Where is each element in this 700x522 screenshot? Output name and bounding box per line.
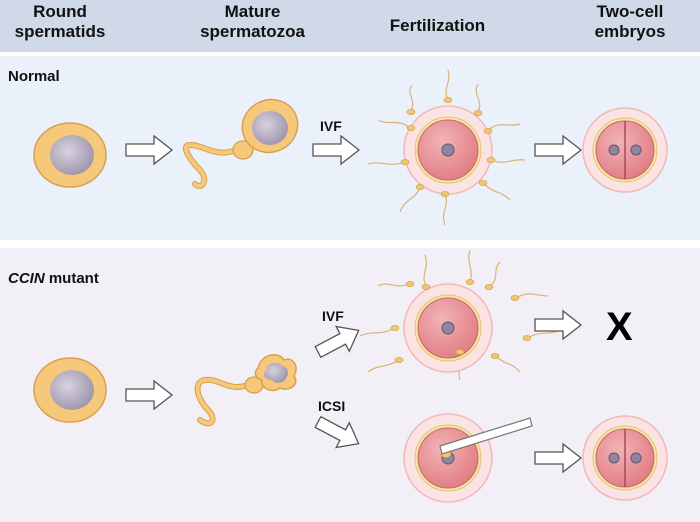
header-col2-line1: Mature	[224, 2, 281, 21]
normal-fertilized-egg	[367, 69, 526, 226]
mutant-label: CCIN mutant	[8, 270, 99, 287]
mutant-arrow-ivf-result	[534, 310, 582, 340]
mutant-arrow-1	[125, 380, 173, 410]
header-col1-line2: spermatids	[14, 22, 106, 41]
header-col1-line1: Round	[33, 2, 87, 21]
header-fertilization: Fertilization	[370, 16, 505, 36]
mutant-two-cell-embryo	[582, 415, 668, 501]
header-two-cell-embryos: Two-cell embryos	[570, 2, 690, 42]
normal-arrow-ivf	[312, 135, 360, 165]
mutant-icsi-label: ICSI	[318, 398, 346, 414]
mutant-panel	[0, 248, 700, 522]
mutant-mature-sperm	[194, 354, 297, 427]
header-col4-line1: Two-cell	[596, 2, 664, 21]
failure-x-mark: X	[606, 305, 633, 349]
header-bar	[0, 0, 700, 52]
header-round-spermatids: Round spermatids	[0, 2, 120, 42]
header-col3-line1: Fertilization	[389, 16, 486, 35]
header-col4-line2: embryos	[594, 22, 666, 41]
mutant-gene-name: CCIN	[8, 270, 45, 287]
mutant-ivf-egg-unfertilized	[359, 249, 561, 381]
normal-mature-sperm	[182, 98, 299, 189]
normal-arrow-1	[125, 135, 173, 165]
header-mature-spermatozoa: Mature spermatozoa	[175, 2, 330, 42]
normal-label: Normal	[8, 68, 60, 85]
normal-round-spermatid	[33, 122, 107, 188]
mutant-arrow-icsi	[310, 408, 366, 457]
mutant-ivf-label: IVF	[322, 308, 344, 324]
mutant-arrow-ivf	[310, 317, 366, 366]
normal-two-cell-embryo	[582, 107, 668, 193]
mutant-icsi-egg	[403, 413, 533, 503]
mutant-arrow-icsi-result	[534, 443, 582, 473]
normal-arrow-3	[534, 135, 582, 165]
injection-pipette	[439, 417, 533, 455]
header-col2-line2: spermatozoa	[200, 22, 305, 41]
normal-ivf-label: IVF	[320, 118, 342, 134]
mutant-round-spermatid	[33, 357, 107, 423]
mutant-label-rest: mutant	[44, 270, 99, 287]
